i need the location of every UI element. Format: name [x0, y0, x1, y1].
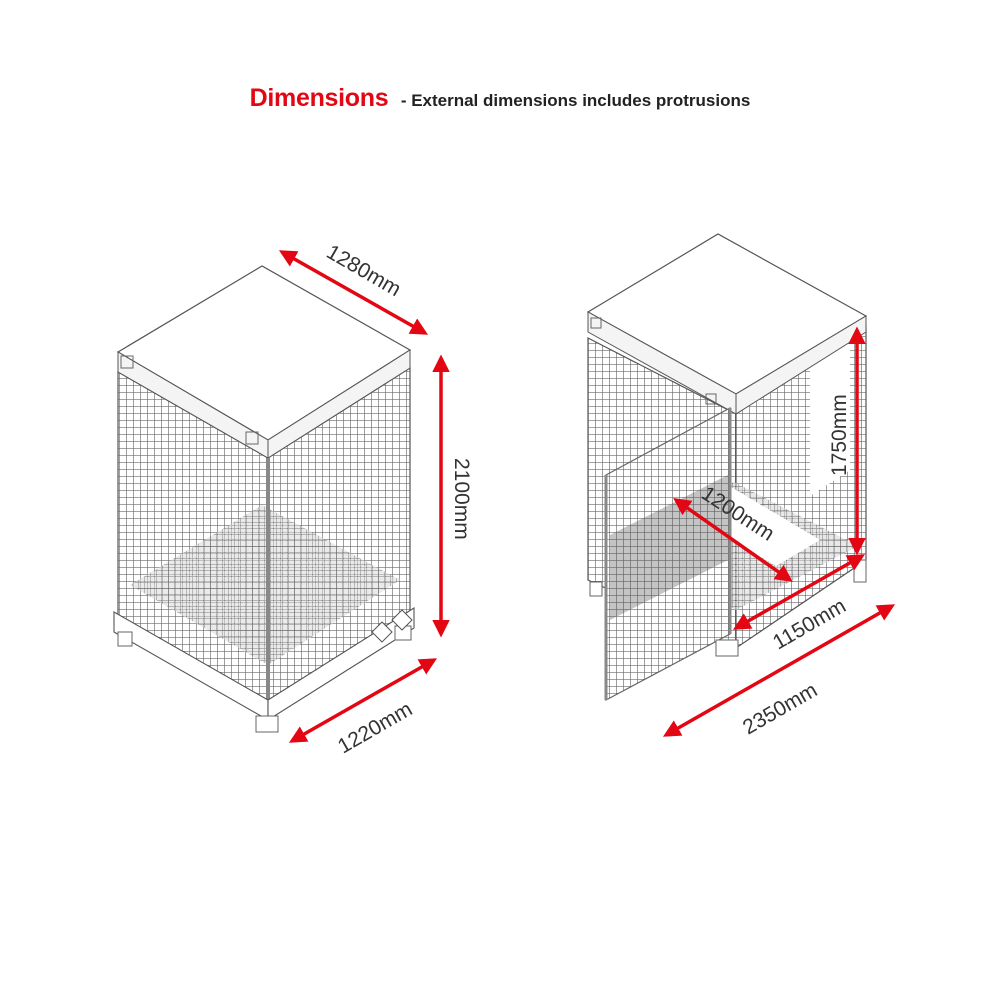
- internal-height-label: 1750mm: [828, 394, 851, 476]
- base-foot: [255, 715, 279, 733]
- base-foot: [117, 631, 133, 647]
- hazard-sign-icon: [391, 609, 413, 631]
- width-label: 1220mm: [334, 698, 416, 759]
- base-foot: [589, 581, 603, 597]
- height-label: 2100mm: [450, 458, 473, 540]
- width-arrow: [288, 658, 438, 743]
- closed-cage-drawing: [113, 265, 415, 733]
- logo-icon: [705, 393, 717, 405]
- base-foot: [715, 639, 739, 657]
- logo-icon: [590, 317, 602, 329]
- logo-icon: [120, 355, 134, 369]
- depth-arrow: [278, 250, 429, 335]
- open-cage-roof-band-right: [735, 315, 867, 415]
- hazard-sign-icon: [371, 621, 393, 643]
- label-backdrop: [810, 334, 850, 496]
- base-foot: [853, 559, 867, 583]
- overall-width-arrow: [662, 604, 896, 737]
- cage-floor-grid: [130, 505, 400, 665]
- cage-roof-band-right: [267, 349, 411, 459]
- open-cage-drawing: [586, 233, 868, 701]
- page-title: Dimensions: [249, 84, 389, 112]
- logo-icon: [245, 431, 259, 445]
- depth-label: 1280mm: [323, 240, 405, 301]
- page-subtitle: - External dimensions includes protrusio…: [400, 91, 751, 110]
- page-header: Dimensions - External dimensions include…: [0, 84, 1000, 113]
